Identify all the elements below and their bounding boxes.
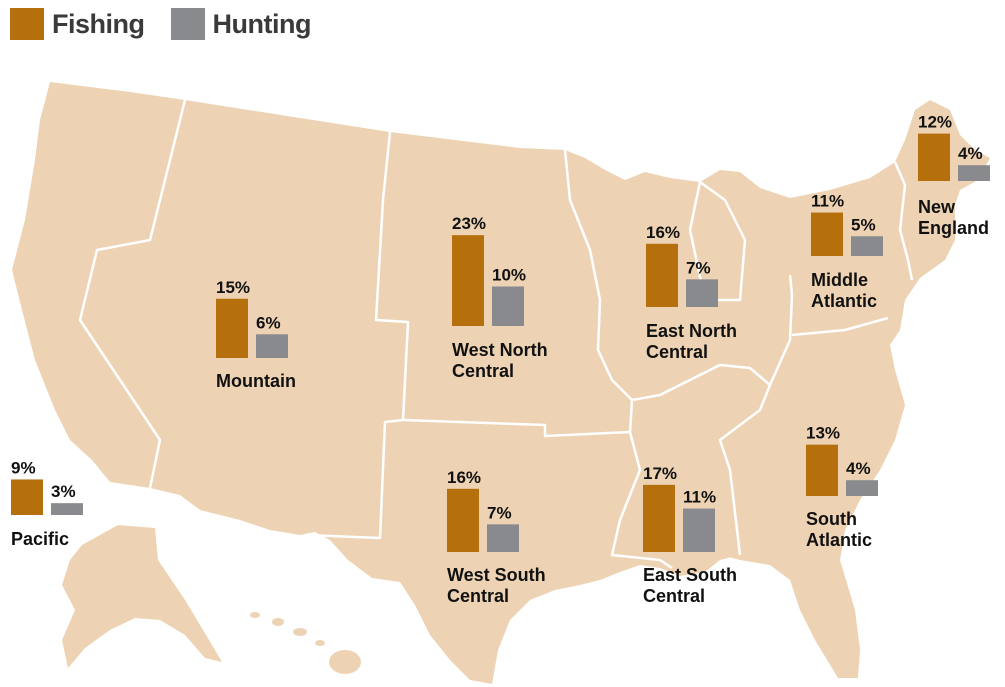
border-pacific-mountain bbox=[78, 99, 187, 489]
border-michigan bbox=[688, 180, 747, 302]
region-name-west-south-central-line-1: West South bbox=[447, 565, 546, 585]
label-hunting-mountain: 6% bbox=[256, 313, 281, 332]
label-hunting-west-south-central: 7% bbox=[487, 503, 512, 522]
legend-label-fishing: Fishing bbox=[52, 8, 145, 39]
border-ma-sa bbox=[791, 316, 889, 337]
legend-item-fishing: Fishing bbox=[10, 8, 145, 40]
label-fishing-pacific: 9% bbox=[11, 458, 36, 477]
label-fishing-mountain: 15% bbox=[216, 278, 250, 297]
us-land-shapes bbox=[12, 82, 990, 684]
alaska-shape bbox=[62, 525, 222, 668]
region-name-new-england-line-2: England bbox=[918, 218, 989, 238]
bar-fishing-south-atlantic bbox=[806, 444, 838, 496]
border-wnc-wsc bbox=[402, 418, 631, 438]
label-hunting-east-south-central: 11% bbox=[683, 488, 716, 507]
border-wsc-esc bbox=[610, 431, 673, 570]
region-name-east-north-central-line-1: East North bbox=[646, 321, 737, 341]
hawaii-island-4 bbox=[315, 640, 325, 646]
region-name-pacific-line-1: Pacific bbox=[11, 529, 69, 549]
region-name-new-england-line-1: New bbox=[918, 197, 956, 217]
border-ma-ne bbox=[893, 161, 914, 281]
label-hunting-south-atlantic: 4% bbox=[846, 459, 871, 478]
legend: Fishing Hunting bbox=[10, 8, 337, 40]
bar-hunting-east-south-central bbox=[683, 508, 715, 552]
bar-fishing-pacific bbox=[11, 479, 43, 515]
bar-fishing-east-south-central bbox=[643, 484, 675, 552]
region-name-west-north-central-line-1: West North bbox=[452, 340, 548, 360]
hawaii-island-1 bbox=[250, 612, 260, 618]
region-name-middle-atlantic-line-2: Atlantic bbox=[811, 291, 877, 311]
bar-fishing-new-england bbox=[918, 133, 950, 181]
legend-swatch-hunting bbox=[170, 8, 205, 40]
region-mountain: 15% 6% Mountain bbox=[216, 278, 296, 391]
bar-hunting-east-north-central bbox=[686, 279, 718, 307]
bar-hunting-south-atlantic bbox=[846, 480, 878, 496]
florida-shape bbox=[720, 548, 858, 678]
bar-hunting-middle-atlantic bbox=[851, 236, 883, 256]
region-name-east-north-central-line-2: Central bbox=[646, 342, 708, 362]
border-enc-sa bbox=[768, 274, 794, 386]
border-esc-sa bbox=[718, 384, 772, 556]
bar-fishing-east-north-central bbox=[646, 243, 678, 307]
bar-fishing-mountain bbox=[216, 298, 248, 358]
bar-fishing-west-south-central bbox=[447, 488, 479, 552]
hawaii-island-5 bbox=[329, 650, 361, 674]
legend-label-hunting: Hunting bbox=[212, 8, 312, 39]
legend-item-hunting: Hunting bbox=[170, 8, 312, 40]
label-fishing-new-england: 12% bbox=[918, 113, 952, 132]
label-hunting-east-north-central: 7% bbox=[686, 258, 711, 277]
label-fishing-east-south-central: 17% bbox=[643, 464, 677, 483]
legend-swatch-fishing bbox=[10, 8, 44, 40]
border-mountain-wnc bbox=[374, 131, 410, 421]
label-hunting-middle-atlantic: 5% bbox=[851, 215, 876, 234]
region-name-south-atlantic-line-2: Atlantic bbox=[806, 530, 872, 550]
region-borders bbox=[78, 99, 914, 570]
region-name-west-north-central-line-2: Central bbox=[452, 361, 514, 381]
region-name-east-south-central-line-2: Central bbox=[643, 586, 705, 606]
border-wnc-enc bbox=[563, 149, 634, 433]
label-fishing-middle-atlantic: 11% bbox=[811, 192, 844, 211]
label-fishing-east-north-central: 16% bbox=[646, 223, 680, 242]
region-name-west-south-central-line-2: Central bbox=[447, 586, 509, 606]
label-hunting-west-north-central: 10% bbox=[492, 266, 526, 285]
hawaii-island-2 bbox=[272, 618, 284, 626]
border-mountain-wsc bbox=[304, 418, 404, 540]
region-name-east-south-central-line-1: East South bbox=[643, 565, 737, 585]
contiguous-us-shape bbox=[12, 82, 990, 684]
bar-hunting-pacific bbox=[51, 503, 83, 515]
label-fishing-west-south-central: 16% bbox=[447, 468, 481, 487]
label-fishing-west-north-central: 23% bbox=[452, 214, 486, 233]
chart-marks: 9% 3% Pacific 15% 6% Mountain 23% 10% West North… bbox=[11, 113, 990, 606]
bar-hunting-west-south-central bbox=[487, 524, 519, 552]
bar-fishing-west-north-central bbox=[452, 235, 484, 326]
bar-fishing-middle-atlantic bbox=[811, 212, 843, 256]
region-name-middle-atlantic-line-1: Middle bbox=[811, 270, 868, 290]
label-fishing-south-atlantic: 13% bbox=[806, 424, 840, 443]
region-name-south-atlantic-line-1: South bbox=[806, 509, 857, 529]
region-pacific: 9% 3% Pacific bbox=[11, 458, 83, 549]
bar-hunting-new-england bbox=[958, 165, 990, 181]
label-hunting-pacific: 3% bbox=[51, 482, 76, 501]
bar-hunting-mountain bbox=[256, 334, 288, 358]
label-hunting-new-england: 4% bbox=[958, 144, 983, 163]
border-enc-esc bbox=[631, 363, 771, 402]
region-name-mountain-line-1: Mountain bbox=[216, 371, 296, 391]
hawaii-island-3 bbox=[293, 628, 307, 636]
bar-hunting-west-north-central bbox=[492, 286, 524, 326]
